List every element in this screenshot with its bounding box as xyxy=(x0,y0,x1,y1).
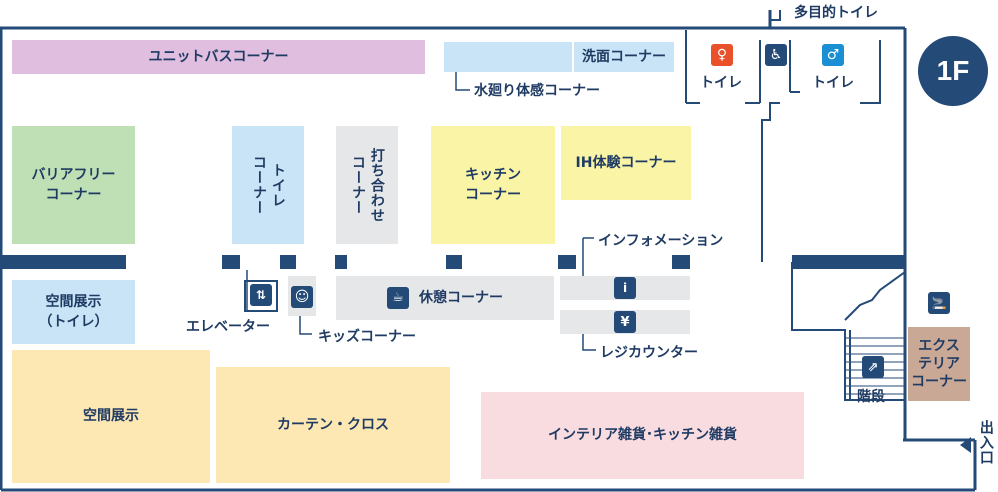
stairs-icon: ⇗ xyxy=(862,356,884,378)
zone-exterior-corner: エクス テリア コーナー xyxy=(908,327,970,401)
stairs-label: 階段 xyxy=(857,389,885,405)
kids-toilet-icon: ☺ xyxy=(291,286,313,308)
zone-ih-corner-label: IH体験コーナー xyxy=(575,154,677,171)
elevator-icon: ⇅ xyxy=(250,284,272,306)
zone-washroom: 洗面コーナー xyxy=(574,42,674,72)
zone-water-experience xyxy=(444,42,572,72)
zone-ih-corner: IH体験コーナー xyxy=(561,126,691,200)
zone-meeting-corner: 打ち合わせ コーナー xyxy=(336,126,398,244)
zone-washroom-label: 洗面コーナー xyxy=(582,48,666,65)
toilet-right-label: トイレ xyxy=(812,75,854,91)
zone-space-exhibit-toilet: 空間展示 （トイレ） xyxy=(12,280,135,344)
elevator-label: エレベーター xyxy=(186,319,270,335)
rest-icon: ☕ xyxy=(387,287,409,309)
zone-barrier-free-label: バリアフリー コーナー xyxy=(31,166,116,203)
yen-icon: ¥ xyxy=(614,311,636,333)
multipurpose-toilet-label: 多目的トイレ xyxy=(794,5,878,21)
zone-barrier-free: バリアフリー コーナー xyxy=(12,126,135,244)
zone-toilet-corner: トイレ コーナー xyxy=(232,126,304,244)
zone-water-experience-label: 水廻り体感コーナー xyxy=(474,83,600,99)
kids-corner-label: キッズコーナー xyxy=(318,329,416,345)
zone-rest-corner: ☕ 休憩コーナー xyxy=(336,276,554,320)
zone-kitchen-corner: キッチン コーナー xyxy=(431,126,555,244)
zone-rest-corner-label: 休憩コーナー xyxy=(419,289,503,306)
men-toilet-icon: ♂ xyxy=(822,44,844,66)
women-toilet-icon: ♀ xyxy=(711,44,733,66)
zone-exterior-corner-label: エクス テリア コーナー xyxy=(911,337,967,391)
zone-meeting-corner-label: 打ち合わせ コーナー xyxy=(350,147,385,223)
register-label: レジカウンター xyxy=(600,345,698,361)
zone-space-exhibit-toilet-label: 空間展示 （トイレ） xyxy=(38,293,109,330)
wheelchair-icon: ♿ xyxy=(765,44,787,66)
entrance-label: 出入口 xyxy=(977,420,994,465)
zone-space-exhibit: 空間展示 xyxy=(12,350,210,483)
zone-unit-bath: ユニットバスコーナー xyxy=(12,40,425,74)
zone-interior-goods-label: インテリア雑貨･キッチン雑貨 xyxy=(548,427,737,444)
elevator-box xyxy=(244,280,278,312)
entrance-arrow-icon xyxy=(960,437,971,453)
zone-information-label: インフォメーション xyxy=(598,233,724,249)
smoking-icon: 🚬 xyxy=(928,292,950,314)
zone-curtain-cloth: カーテン・クロス xyxy=(216,367,450,483)
zone-space-exhibit-label: 空間展示 xyxy=(83,408,139,425)
toilet-left-label: トイレ xyxy=(700,75,742,91)
floor-badge: 1F xyxy=(918,36,988,106)
zone-toilet-corner-label: トイレ コーナー xyxy=(251,155,286,215)
information-icon: i xyxy=(614,277,636,299)
zone-kitchen-corner-label: キッチン コーナー xyxy=(465,166,521,203)
zone-unit-bath-label: ユニットバスコーナー xyxy=(148,48,289,65)
zone-interior-goods: インテリア雑貨･キッチン雑貨 xyxy=(481,392,804,479)
zone-curtain-cloth-label: カーテン・クロス xyxy=(277,416,389,433)
